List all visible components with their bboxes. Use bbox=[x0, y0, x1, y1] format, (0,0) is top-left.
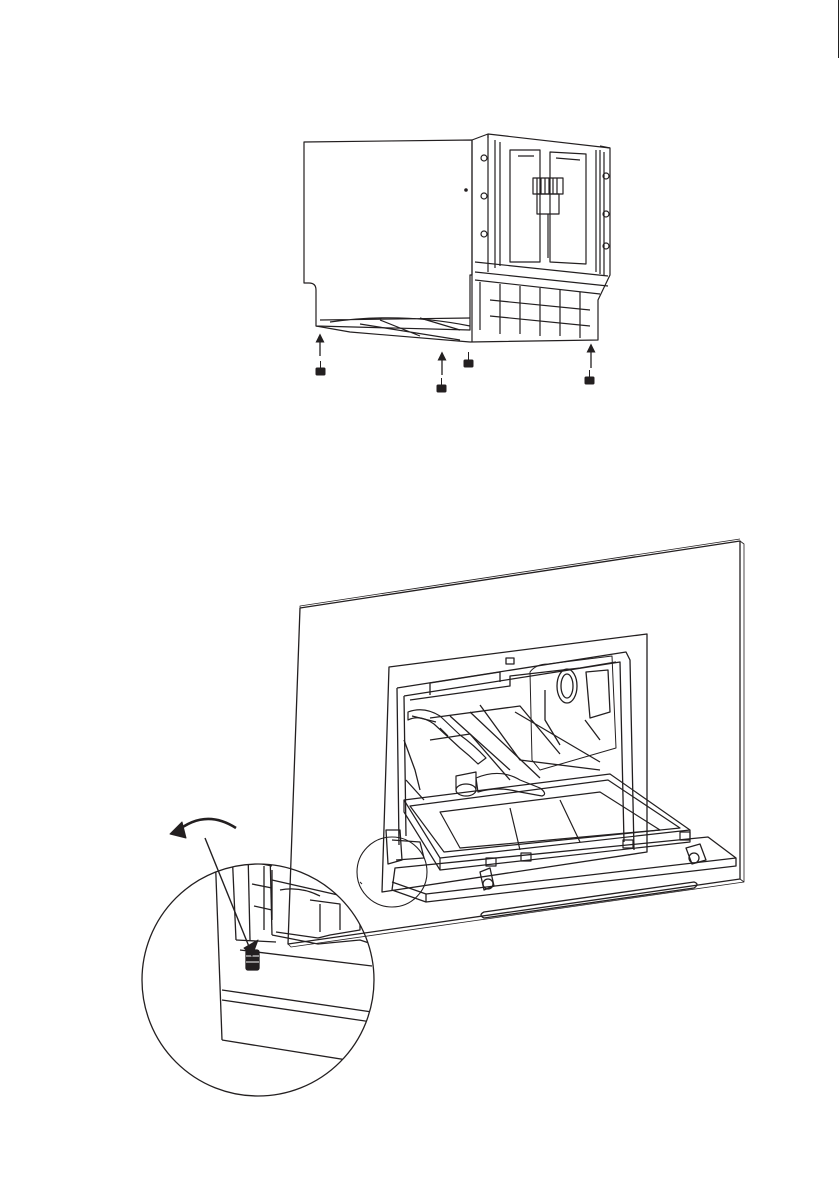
figure-feet-installation bbox=[304, 134, 610, 392]
foot-installed bbox=[464, 352, 473, 367]
detail-leader-line bbox=[360, 882, 362, 884]
insertion-arrows bbox=[320, 338, 591, 375]
foot-right bbox=[585, 370, 594, 384]
appliance-body bbox=[304, 134, 610, 342]
support-feet bbox=[316, 352, 594, 392]
magnifier-circle bbox=[142, 850, 374, 1096]
foot-front-middle bbox=[437, 378, 446, 392]
detail-indicator-circle bbox=[357, 837, 427, 907]
foot-front-left bbox=[316, 361, 325, 375]
dishwasher-tub bbox=[397, 652, 634, 850]
figure-built-in-levelling bbox=[142, 539, 744, 1096]
door-handle bbox=[481, 882, 697, 918]
rotation-arrow bbox=[170, 819, 236, 838]
spray-arm bbox=[408, 710, 545, 796]
adjusting-tool-line bbox=[205, 838, 252, 954]
